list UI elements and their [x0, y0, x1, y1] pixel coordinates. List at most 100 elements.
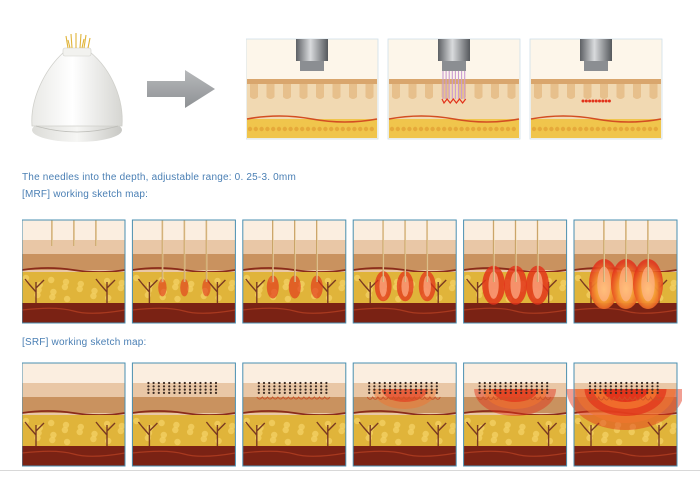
srf-pin [199, 381, 202, 385]
srf-pin [640, 388, 644, 391]
srf-pin [546, 391, 549, 394]
srf-pin [478, 385, 481, 388]
srf-pin [183, 391, 186, 394]
srf-pin [630, 385, 633, 388]
srf-pin [651, 381, 654, 385]
srf-pin [483, 388, 486, 391]
srf-pin [257, 385, 260, 388]
srf-pin [199, 388, 202, 391]
srf-pin [204, 391, 207, 394]
srf-pin [520, 391, 523, 394]
srf-pin [504, 388, 507, 391]
srf-pin [535, 388, 538, 391]
srf-pin [294, 391, 297, 394]
srf-pin [209, 385, 212, 388]
srf-pin [173, 391, 176, 394]
srf-pin [635, 388, 638, 391]
srf-pin [314, 385, 318, 388]
srf-pin [304, 385, 307, 388]
srf-pin [209, 388, 212, 391]
srf-pin [257, 381, 260, 385]
handpiece-illustration [20, 30, 130, 145]
srf-pin [214, 381, 218, 385]
srf-pin [651, 385, 654, 388]
srf-pin [162, 385, 166, 388]
srf-pin [204, 385, 207, 388]
srf-pin [646, 385, 649, 388]
srf-pin [594, 391, 597, 394]
srf-pin [540, 391, 544, 394]
srf-pin [404, 385, 407, 388]
srf-pin [368, 391, 371, 394]
srf-pin [414, 391, 418, 394]
srf-pin [373, 391, 376, 394]
srf-pin [268, 388, 271, 391]
srf-pin [514, 381, 518, 385]
srf-pin [214, 391, 218, 394]
srf-pin [488, 381, 492, 385]
srf-pin [273, 391, 276, 394]
srf-pin [394, 381, 397, 385]
srf-pin [388, 385, 392, 388]
srf-pin [420, 391, 423, 394]
srf-pin [325, 385, 328, 388]
srf-pin [194, 381, 197, 385]
srf-pin [588, 388, 592, 391]
srf-pin [162, 388, 166, 391]
srf-pin [504, 391, 507, 394]
srf-pin [299, 385, 302, 388]
srf-pin [509, 388, 512, 391]
srf-pin [157, 385, 160, 388]
srf-pin [620, 385, 623, 388]
mrf-sketch-row [22, 219, 682, 324]
mrf-panel-5 [463, 219, 568, 324]
srf-pin [425, 381, 428, 385]
srf-pin [509, 381, 512, 385]
srf-pin [540, 388, 544, 391]
srf-pin [409, 388, 412, 391]
srf-pin [483, 381, 486, 385]
needles-depth-caption: The needles into the depth, adjustable r… [22, 172, 296, 183]
srf-pin [614, 391, 618, 394]
srf-pin [535, 391, 538, 394]
srf-pin [278, 388, 281, 391]
srf-pin [646, 391, 649, 394]
mrf-panel-6 [573, 219, 678, 324]
srf-pin [525, 388, 528, 391]
srf-pin [646, 381, 649, 385]
srf-pin [320, 381, 323, 385]
mrf-heat-zone [202, 278, 211, 297]
srf-pin [530, 391, 533, 394]
srf-pin [535, 385, 538, 388]
srf-pin [294, 388, 297, 391]
srf-pin [520, 385, 523, 388]
srf-pin [594, 388, 597, 391]
srf-pin [656, 388, 659, 391]
srf-pin [294, 381, 297, 385]
srf-pin [614, 385, 618, 388]
mrf-heat-zone [180, 278, 189, 297]
srf-pin [599, 385, 602, 388]
srf-pin [509, 391, 512, 394]
srf-pin [409, 381, 412, 385]
srf-pin [499, 381, 502, 385]
srf-pin [188, 391, 192, 394]
srf-pin [614, 381, 618, 385]
srf-pin [525, 391, 528, 394]
srf-pin [304, 388, 307, 391]
srf-sketch-row [22, 362, 682, 467]
srf-pin [588, 381, 592, 385]
srf-pin [325, 388, 328, 391]
srf-pin [278, 391, 281, 394]
srf-pin [478, 388, 481, 391]
srf-pin [268, 385, 271, 388]
srf-pin [368, 388, 371, 391]
srf-pin [530, 388, 533, 391]
srf-pin [404, 388, 407, 391]
srf-pin [152, 381, 155, 385]
srf-pin [147, 391, 150, 394]
srf-pin [504, 381, 507, 385]
mrf-heat-zone [310, 275, 323, 299]
srf-pin [204, 381, 207, 385]
srf-pin [288, 385, 292, 388]
